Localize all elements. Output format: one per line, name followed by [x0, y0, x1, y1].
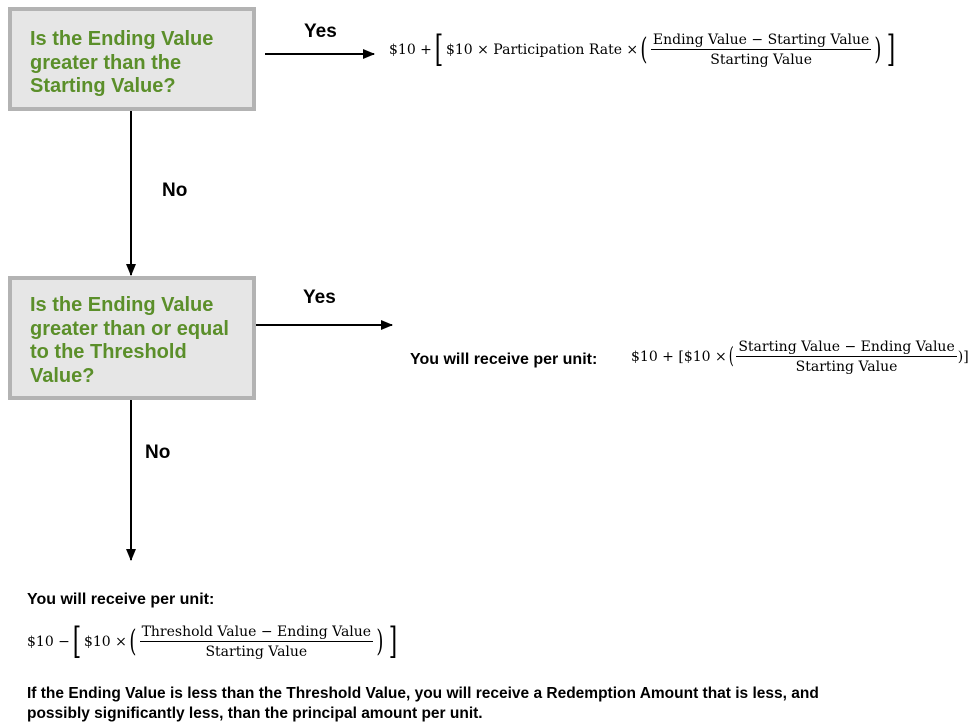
formula3-open-paren: (: [129, 624, 137, 659]
question-box-1: Is the Ending Value greater than the Sta…: [8, 7, 256, 111]
question-text-1: Is the Ending Value greater than the Sta…: [30, 28, 214, 97]
formula-yes-1: $10 + [ $10 × Participation Rate × ( End…: [389, 29, 898, 70]
yes-label-2: Yes: [303, 287, 336, 308]
formula1-prefix: $10 +: [389, 42, 432, 58]
formula1-inner: $10 × Participation Rate ×: [445, 42, 639, 58]
formula1-open-paren: (: [640, 32, 648, 67]
formula3-open-bracket: [: [72, 621, 82, 662]
formula1-close-bracket: ]: [886, 29, 896, 70]
formula1-numerator: Ending Value − Starting Value: [650, 32, 872, 50]
formula3-prefix: $10 −: [27, 634, 70, 650]
question-box-2: Is the Ending Value greater than or equa…: [8, 276, 256, 400]
result2-label: You will receive per unit:: [410, 351, 598, 368]
formula-no-2: $10 − [ $10 × ( Threshold Value − Ending…: [27, 621, 400, 662]
formula3-close-bracket: ]: [388, 621, 398, 662]
formula3-numerator: Threshold Value − Ending Value: [139, 624, 374, 642]
result3-label: You will receive per unit:: [27, 591, 215, 608]
formula2-open-paren: (: [728, 344, 734, 369]
formula1-fraction: Ending Value − Starting Value Starting V…: [650, 32, 872, 68]
no-label-1: No: [162, 180, 188, 201]
formula1-open-bracket: [: [434, 29, 444, 70]
question-text-2: Is the Ending Value greater than or equa…: [30, 294, 229, 387]
yes-label-1: Yes: [304, 21, 337, 42]
formula1-denominator: Starting Value: [710, 52, 812, 68]
redemption-note: If the Ending Value is less than the Thr…: [27, 685, 819, 722]
formula2-prefix: $10 + [$10 ×: [631, 349, 727, 365]
formula2-fraction: Starting Value − Ending Value Starting V…: [736, 339, 957, 375]
formula3-close-paren: ): [376, 624, 384, 659]
formula2-suffix: )]: [957, 349, 969, 365]
formula3-inner: $10 ×: [83, 634, 127, 650]
no-label-2: No: [145, 442, 171, 463]
formula3-denominator: Starting Value: [205, 644, 308, 660]
formula2-numerator: Starting Value − Ending Value: [736, 339, 957, 357]
formula-yes-2: $10 + [$10 × ( Starting Value − Ending V…: [631, 339, 969, 375]
formula2-denominator: Starting Value: [795, 359, 898, 375]
formula1-close-paren: ): [874, 32, 882, 67]
formula3-fraction: Threshold Value − Ending Value Starting …: [139, 624, 374, 660]
